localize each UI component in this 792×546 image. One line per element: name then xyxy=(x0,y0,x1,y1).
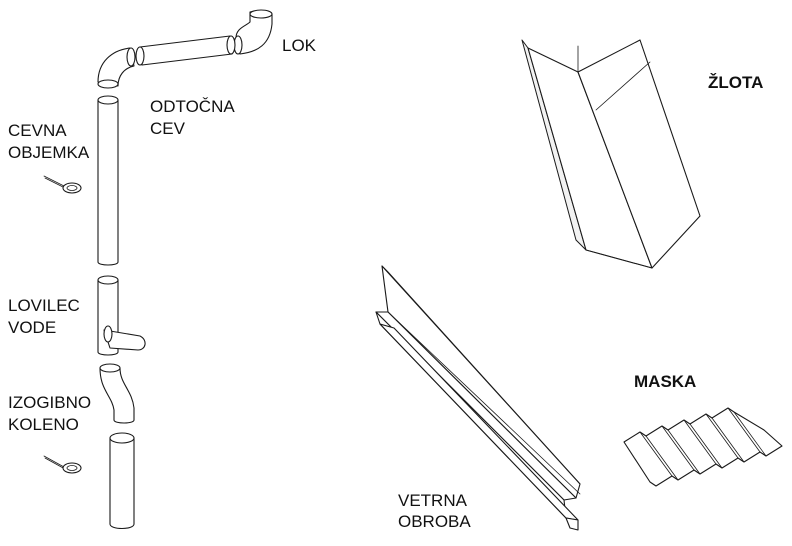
label-vetrna-obroba-line1: VETRNA xyxy=(398,491,467,510)
offset-bend xyxy=(99,363,135,424)
label-cevna-objemka-line2: OBJEMKA xyxy=(8,143,90,162)
top-right-elbow xyxy=(233,9,273,55)
label-lovilec-vode-line1: LOVILEC xyxy=(8,296,80,315)
label-odtocna-cev-line2: CEV xyxy=(150,119,185,138)
mask-drawing xyxy=(623,407,783,487)
top-left-elbow xyxy=(97,47,136,89)
downpipe-upper xyxy=(97,95,119,266)
water-catcher xyxy=(97,275,146,356)
horizontal-pipe xyxy=(135,35,236,66)
label-zlota: ŽLOTA xyxy=(708,73,764,92)
label-lok: LOK xyxy=(282,36,317,55)
pipe-clamp-lower xyxy=(43,455,82,474)
label-izogibno-koleno-line1: IZOGIBNO xyxy=(8,393,92,412)
label-vetrna-obroba-line2: OBROBA xyxy=(398,512,471,531)
pipe-clamp-upper xyxy=(43,175,82,194)
label-lovilec-vode-line2: VODE xyxy=(8,318,57,337)
wind-trim-drawing xyxy=(375,265,581,531)
label-cevna-objemka-line1: CEVNA xyxy=(8,121,67,140)
label-izogibno-koleno-line2: KOLENO xyxy=(8,415,79,434)
gutter-drawing xyxy=(521,39,701,269)
downpipe-lower xyxy=(109,432,135,530)
label-maska: MASKA xyxy=(634,372,697,391)
label-odtocna-cev-line1: ODTOČNA xyxy=(150,97,235,116)
